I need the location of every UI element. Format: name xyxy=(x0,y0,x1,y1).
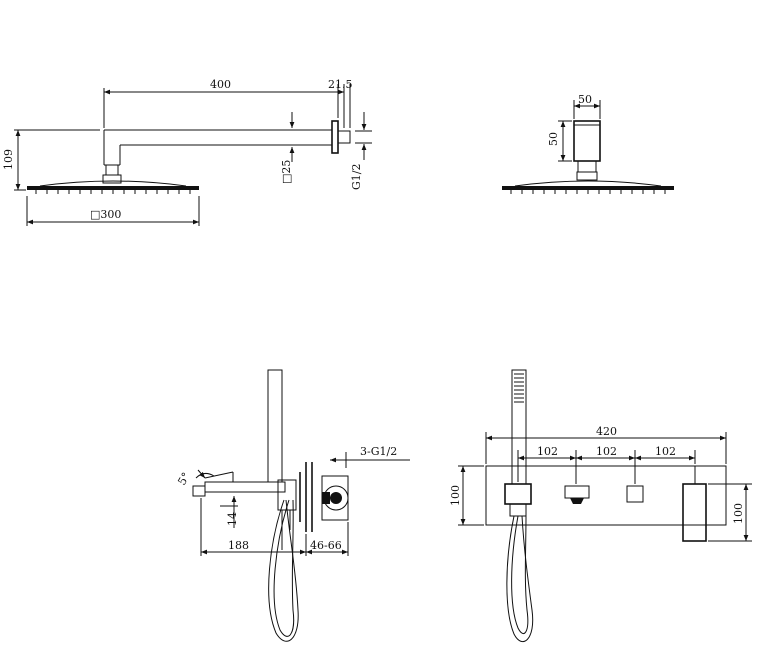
dim-panel-width: 420 xyxy=(596,425,617,438)
dim-spacing-1: 102 xyxy=(537,445,558,458)
dim-spout-length: 188 xyxy=(228,539,249,552)
dim-inlets: 3-G1/2 xyxy=(360,445,397,458)
overhead-shower-front-view: 400 21.5 109 □25 G1/2 □300 xyxy=(2,78,372,226)
dim-height-109: 109 xyxy=(2,149,15,170)
mixer-side-view: 3-G1/2 5° 14 188 46-66 xyxy=(175,369,410,642)
dim-side-width: 50 xyxy=(578,93,592,106)
dim-spout-height: 14 xyxy=(226,512,239,526)
overhead-shower-side-view: 50 50 xyxy=(502,93,674,194)
dim-arm-length: 400 xyxy=(210,78,231,91)
dim-wall-depth: 46-66 xyxy=(310,539,342,552)
dim-panel-height-left: 100 xyxy=(449,485,462,506)
dim-square-25: □25 xyxy=(280,160,293,184)
dim-panel-height-right: 100 xyxy=(732,503,745,524)
dim-arm-offset: 21.5 xyxy=(328,78,353,91)
dim-side-height: 50 xyxy=(547,132,560,146)
dim-spacing-2: 102 xyxy=(596,445,617,458)
dim-angle: 5° xyxy=(175,470,193,487)
shower-head-nozzles xyxy=(35,190,191,194)
dim-spacing-3: 102 xyxy=(655,445,676,458)
dim-thread-g12: G1/2 xyxy=(350,164,363,191)
dim-head-size: □300 xyxy=(90,208,121,221)
mixer-front-view: 420 102 102 102 100 100 xyxy=(449,369,752,643)
